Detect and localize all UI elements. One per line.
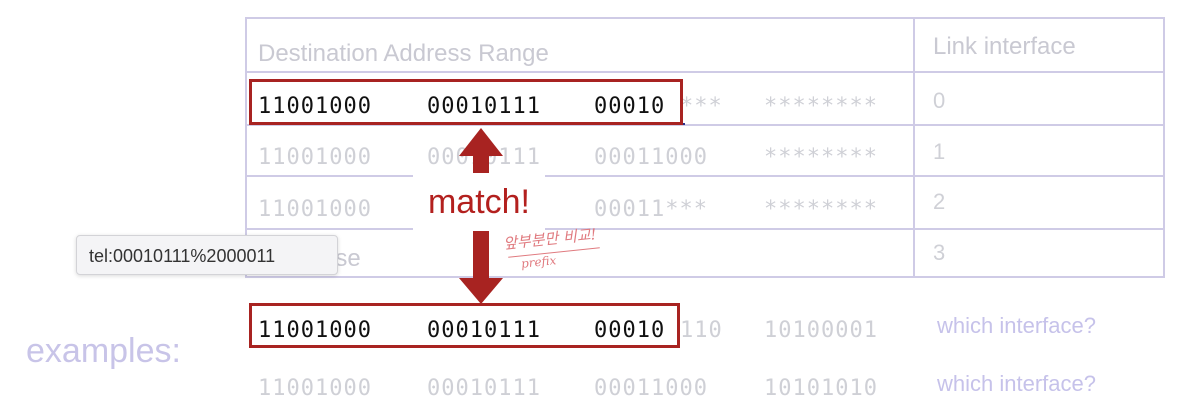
row0-byte4: ******** xyxy=(764,94,878,119)
example2-byte1: 11001000 xyxy=(258,376,372,401)
row2-interface: 2 xyxy=(933,189,946,214)
row1-byte4: ******** xyxy=(764,145,878,170)
header-destination-address-range: Destination Address Range xyxy=(258,40,549,67)
table-row-divider xyxy=(245,124,1165,126)
example1-byte3-prefix: 00010 xyxy=(594,318,666,343)
row0-interface: 0 xyxy=(933,88,946,113)
row3-interface: 3 xyxy=(933,240,946,265)
table-row-divider xyxy=(245,175,1165,177)
row2-byte3: 00011*** xyxy=(594,197,708,222)
match-label: match! xyxy=(413,173,545,231)
row0-byte3-wildcard: *** xyxy=(680,94,723,119)
row1-byte1: 11001000 xyxy=(258,145,372,170)
row0-byte3-prefix: 00010 xyxy=(594,94,666,119)
table-right-border xyxy=(1163,17,1165,278)
example1-byte1: 11001000 xyxy=(258,318,372,343)
row0-prefix-highlight xyxy=(249,79,683,125)
row1-interface: 1 xyxy=(933,139,946,164)
example1-prefix-highlight xyxy=(249,303,680,348)
row2-byte1: 11001000 xyxy=(258,197,372,222)
table-left-border xyxy=(245,17,247,278)
example2-byte2: 00010111 xyxy=(427,376,541,401)
example1-byte3-rest: 110 xyxy=(680,318,723,343)
table-column-divider xyxy=(913,17,915,278)
example2-byte3: 00011000 xyxy=(594,376,708,401)
example1-question: which interface? xyxy=(937,313,1096,338)
row2-byte4: ******** xyxy=(764,197,878,222)
table-row-divider xyxy=(245,228,1165,230)
examples-label: examples: xyxy=(26,332,181,370)
example2-question: which interface? xyxy=(937,371,1096,396)
row1-byte3: 00011000 xyxy=(594,145,708,170)
header-link-interface: Link interface xyxy=(933,33,1076,60)
link-tooltip: tel:00010111%2000011 xyxy=(76,235,338,275)
row0-byte1: 11001000 xyxy=(258,94,372,119)
table-bottom-border xyxy=(245,276,1165,278)
arrow-up-head xyxy=(459,128,503,156)
table-header-divider xyxy=(245,71,1165,73)
example1-byte2: 00010111 xyxy=(427,318,541,343)
arrow-down-head xyxy=(459,278,503,304)
table-top-border xyxy=(245,17,1165,19)
example2-byte4: 10101010 xyxy=(764,376,878,401)
arrow-lower-shaft xyxy=(473,228,489,280)
example1-byte4: 10100001 xyxy=(764,318,878,343)
match-arrow xyxy=(459,128,503,304)
row0-byte2: 00010111 xyxy=(427,94,541,119)
